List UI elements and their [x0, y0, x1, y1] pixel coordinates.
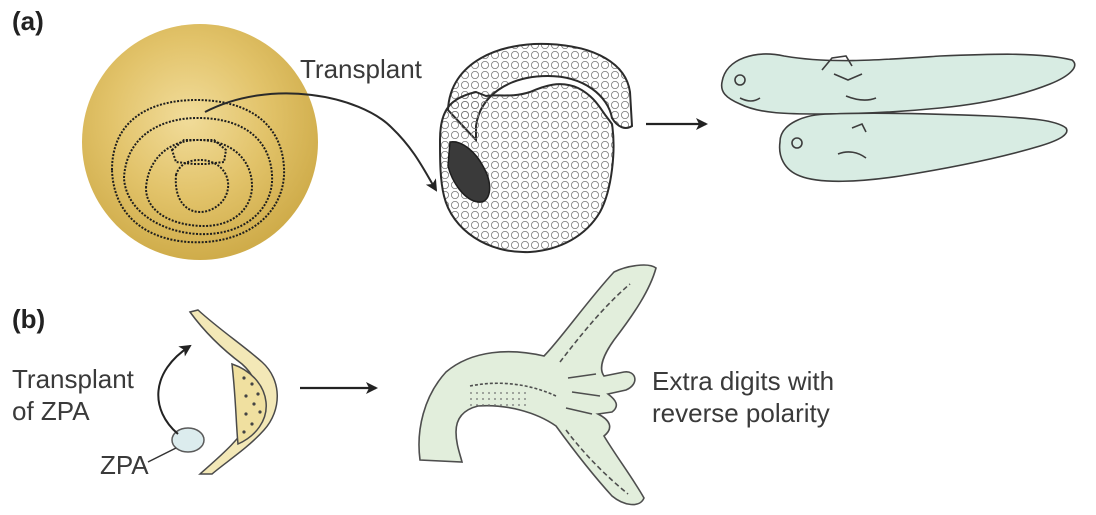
panel-a-label: (a)	[12, 6, 44, 36]
zpa-pointer-line	[148, 448, 176, 462]
panel-b-label: (b)	[12, 304, 45, 334]
limb-bud-drawing	[172, 310, 277, 474]
egg-gastrula-drawing	[82, 24, 318, 260]
transplant-label: Transplant	[300, 54, 423, 84]
zpa-transplant-arrow	[158, 346, 190, 434]
zpa-label: ZPA	[100, 450, 149, 480]
extra-digits-label-line1: Extra digits with	[652, 366, 834, 396]
twin-tadpole-drawing	[722, 54, 1075, 181]
zpa-transplant-label-line2: of ZPA	[12, 396, 90, 426]
zpa-transplant-label-line1: Transplant	[12, 364, 135, 394]
extra-digits-label-line2: reverse polarity	[652, 398, 830, 428]
host-embryo-drawing	[440, 44, 632, 252]
duplicated-hand-drawing	[419, 265, 656, 505]
